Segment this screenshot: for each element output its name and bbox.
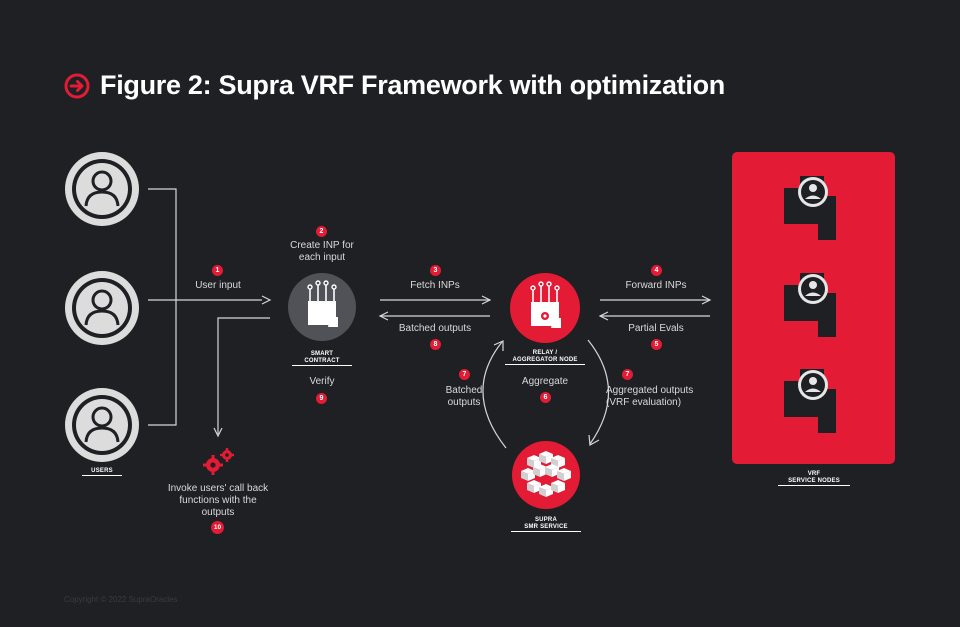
step-8-badge: 8 (430, 339, 441, 350)
step-10-line-1: Invoke users' call back (167, 483, 269, 494)
partial-evals-arrow (598, 311, 710, 321)
step-8-label: Batched outputs (398, 323, 472, 334)
copyright-text: Copyright © 2022 SupraOracles (64, 595, 178, 604)
step-3-badge: 3 (430, 265, 441, 276)
user-input-bracket (148, 188, 272, 426)
callback-return-line (213, 317, 270, 438)
step-7b-line-1: Aggregated outputs (606, 385, 694, 396)
step-1-label: User input (195, 280, 241, 291)
step-2-badge: 2 (316, 226, 327, 237)
relay-caption-line-2: AGGREGATOR NODE (505, 357, 585, 365)
step-3-label: Fetch INPs (410, 280, 460, 291)
step-5-badge: 5 (651, 339, 662, 350)
step-9-badge: 9 (316, 393, 327, 404)
step-7b-line-2: (VRF evaluation) (606, 397, 682, 408)
step-10-line-3: outputs (201, 507, 235, 518)
fetch-inps-arrow (380, 295, 492, 305)
step-6-label: Aggregate (521, 376, 569, 387)
step-7b-label: Aggregated outputs (VRF evaluation) (606, 385, 716, 409)
step-4-label: Forward INPs (625, 280, 687, 291)
step-5-label: Partial Evals (628, 323, 684, 334)
smart-contract-caption: SMART CONTRACT (292, 351, 352, 366)
step-7a-line-1: Batched (445, 385, 483, 396)
vrf-nodes-caption-line-2: SERVICE NODES (778, 478, 850, 486)
figure-title: Figure 2: Supra VRF Framework with optim… (100, 70, 725, 100)
step-6-badge: 6 (540, 392, 551, 403)
users-caption: USERS (82, 468, 122, 476)
figure-title-group: Figure 2: Supra VRF Framework with optim… (64, 70, 725, 101)
smr-service-node (512, 441, 580, 509)
step-1-badge: 1 (212, 265, 223, 276)
step-7a-label: Batched outputs (424, 385, 504, 409)
step-2-line-1: Create INP for (290, 240, 354, 251)
smart-contract-node (288, 273, 356, 341)
relay-aggregator-node (510, 273, 580, 343)
user-3-icon (63, 386, 141, 464)
step-9-label: Verify (309, 376, 335, 387)
step-4-badge: 4 (651, 265, 662, 276)
step-7b-badge: 7 (622, 369, 633, 380)
users-caption-text: USERS (82, 468, 122, 476)
step-7a-line-2: outputs (447, 397, 481, 408)
smr-caption: SUPRA SMR SERVICE (511, 517, 581, 532)
relay-caption-line-1: RELAY / (532, 350, 558, 356)
aggregated-outputs-curve (587, 339, 610, 446)
vrf-nodes-caption-line-1: VRF (807, 471, 821, 477)
user-1-icon (63, 150, 141, 228)
step-10-badge: 10 (211, 521, 224, 534)
smart-contract-caption-line-1: SMART (310, 351, 334, 357)
smart-contract-caption-line-2: CONTRACT (292, 358, 352, 366)
step-2-line-2: each input (298, 252, 346, 263)
step-7a-badge: 7 (459, 369, 470, 380)
smr-caption-line-1: SUPRA (534, 517, 557, 523)
step-2-label: Create INP for each input (272, 240, 372, 264)
smr-caption-line-2: SMR SERVICE (511, 524, 581, 532)
relay-caption: RELAY / AGGREGATOR NODE (505, 350, 585, 365)
gears-icon (203, 448, 234, 475)
batched-outputs-curve (482, 340, 507, 449)
batched-outputs-arrow (378, 311, 490, 321)
step-10-label: Invoke users' call back functions with t… (153, 483, 283, 519)
arrow-right-circle-icon (64, 73, 90, 98)
forward-inps-arrow (600, 295, 712, 305)
step-10-line-2: functions with the (179, 495, 257, 506)
vrf-nodes-caption: VRF SERVICE NODES (778, 471, 850, 486)
user-2-icon (63, 269, 141, 347)
